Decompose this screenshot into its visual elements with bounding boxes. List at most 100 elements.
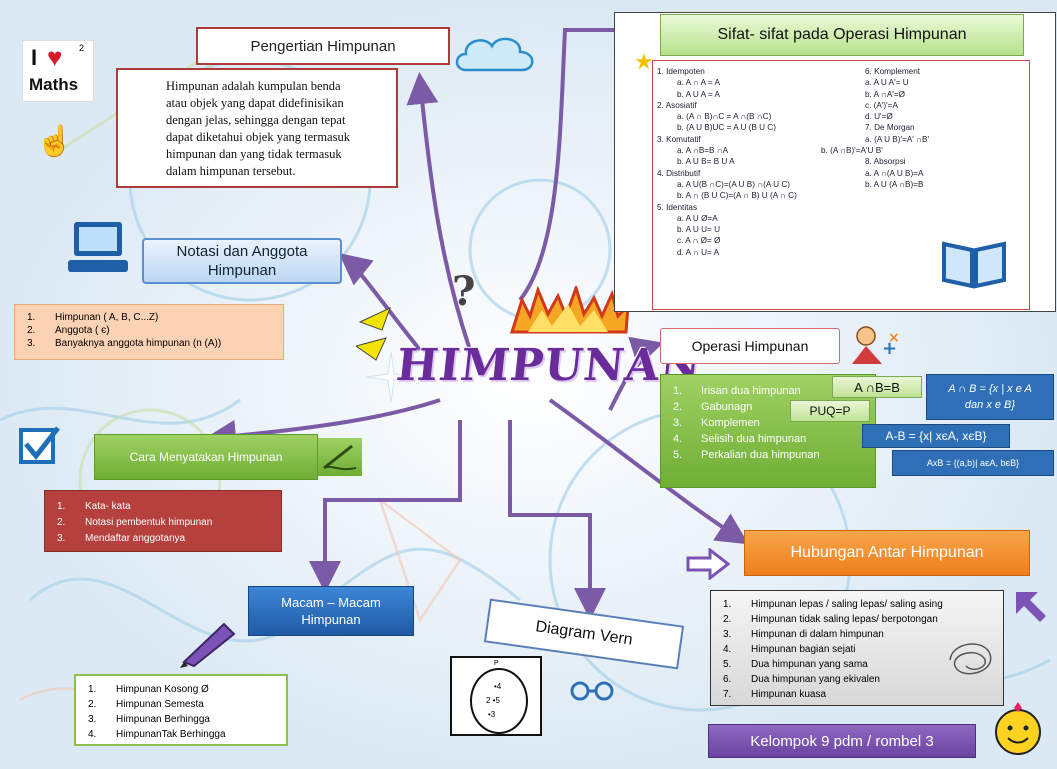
pengertian-line: Himpunan adalah kumpulan benda bbox=[166, 79, 341, 93]
list-item: 2.Himpunan Semesta bbox=[88, 699, 204, 710]
sifat-item: 2. Asosiatif bbox=[657, 100, 697, 110]
svg-text:×: × bbox=[888, 330, 900, 346]
sifat-item: 6. Komplement bbox=[865, 67, 921, 76]
arrow-right-icon bbox=[686, 546, 731, 582]
venn-value: •4 bbox=[494, 682, 502, 691]
pengertian-line: himpunan dan yang tidak termasuk bbox=[166, 147, 342, 161]
pengertian-line: atau objek yang dapat didefinisikan bbox=[166, 96, 344, 110]
sifat-item: a. A U Ø=A bbox=[677, 213, 718, 223]
sparkle-icon bbox=[365, 351, 417, 403]
hubungan-list: 1.Himpunan lepas / saling lepas/ saling … bbox=[710, 590, 1004, 706]
cara-list: 1.Kata- kata 2.Notasi pembentuk himpunan… bbox=[44, 490, 282, 552]
list-item: 3.Banyaknya anggota himpunan (n (A)) bbox=[27, 338, 222, 349]
list-item: 1.Himpunan lepas / saling lepas/ saling … bbox=[723, 599, 943, 610]
hubungan-title: Hubungan Antar Himpunan bbox=[744, 530, 1030, 576]
pengertian-line: dengan jelas, sehingga dengan tepat bbox=[166, 113, 346, 127]
sifat-item: a. A ∩ A = A bbox=[677, 78, 720, 88]
formula-selisih: A-B = {x| xєA, xєB} bbox=[862, 424, 1010, 448]
list-item: 1.Irisan dua himpunan bbox=[673, 385, 801, 397]
sifat-item: 1. Idempoten bbox=[657, 67, 705, 76]
list-item: 3.Mendaftar anggotanya bbox=[57, 533, 186, 544]
sifat-item: b. (A U B)UC = A U (B U C) bbox=[677, 123, 776, 133]
sifat-left-column: 1. Idempoten a. A ∩ A = A b. A U A = A 2… bbox=[657, 66, 797, 258]
sifat-item: b. A U A = A bbox=[677, 89, 721, 99]
heart-icon: ♥ bbox=[47, 42, 63, 72]
notasi-title-line2: Himpunan bbox=[207, 262, 277, 279]
cloud-icon bbox=[452, 32, 538, 76]
operasi-title: Operasi Himpunan bbox=[660, 328, 840, 364]
list-item: 2.Gabunagn bbox=[673, 401, 753, 413]
arrow-up-left-icon bbox=[1012, 588, 1050, 626]
pengertian-text: Himpunan adalah kumpulan benda atau obje… bbox=[116, 68, 398, 188]
notasi-title-line1: Notasi dan Anggota bbox=[176, 243, 308, 260]
pengertian-line: dalam himpunan tersebut. bbox=[166, 164, 296, 178]
list-item: 1.Himpunan Kosong Ø bbox=[88, 684, 209, 695]
sifat-title: Sifat- sifat pada Operasi Himpunan bbox=[660, 14, 1024, 56]
list-item: 4.HimpunanTak Berhingga bbox=[88, 729, 226, 740]
notasi-list: 1.Himpunan ( A, B, C...Z) 2.Anggota ( є)… bbox=[14, 304, 284, 360]
scribble-icon bbox=[944, 636, 998, 682]
list-item: 4.Selisih dua himpunan bbox=[673, 433, 807, 445]
svg-text:+: + bbox=[882, 338, 897, 359]
list-item: 2.Anggota ( є) bbox=[27, 325, 110, 336]
sifat-item: 8. Absorpsi bbox=[865, 157, 906, 167]
list-item: 1.Kata- kata bbox=[57, 501, 131, 512]
computer-icon bbox=[66, 218, 130, 276]
notasi-title: Notasi dan Anggota Himpunan bbox=[142, 238, 342, 284]
smiley-icon bbox=[990, 700, 1046, 756]
sifat-right-column: 6. Komplement a. A U A'= U b. A ∩A'=Ø c.… bbox=[821, 66, 930, 190]
sifat-item: a. (A U B)'=A' ∩B' bbox=[865, 134, 930, 144]
sifat-item: 3. Komutatif bbox=[657, 134, 701, 144]
kelompok-text: Kelompok 9 pdm / rombel 3 bbox=[750, 732, 934, 750]
macam-title: Macam – Macam Himpunan bbox=[248, 586, 414, 636]
sifat-item: b. A U B= B U A bbox=[677, 157, 735, 167]
list-item: 7.Himpunan kuasa bbox=[723, 689, 827, 700]
formula-gabungan: PUQ=P bbox=[790, 400, 870, 422]
pencil-note-icon bbox=[318, 438, 362, 476]
operasi-title-text: Operasi Himpunan bbox=[691, 338, 809, 354]
sifat-item: a. A U A'= U bbox=[865, 78, 909, 88]
sifat-item: b. A ∩A'=Ø bbox=[865, 89, 905, 99]
yellow-triangle-icon bbox=[354, 306, 396, 362]
formula-perkalian: AxB = {(a,b)| aєA, bєB} bbox=[892, 450, 1054, 476]
sifat-item: 5. Identitas bbox=[657, 202, 698, 212]
math-kid-icon: +× bbox=[846, 324, 902, 368]
cara-title-text: Cara Menyatakan Himpunan bbox=[129, 450, 283, 464]
sifat-item: b. A ∩ (B U C)=(A ∩ B) U (A ∩ C) bbox=[677, 191, 797, 201]
center-title: HIMPUNAN bbox=[393, 340, 705, 391]
venn-diagram: P •4 2 •5 •3 bbox=[450, 656, 542, 736]
list-item: 2.Notasi pembentuk himpunan bbox=[57, 517, 213, 528]
list-item: 5.Perkalian dua himpunan bbox=[673, 449, 820, 461]
logo-maths: Maths bbox=[29, 75, 79, 94]
list-item: 3.Himpunan di dalam himpunan bbox=[723, 629, 884, 640]
venn-value: 2 •5 bbox=[486, 696, 500, 705]
diagram-title-text: Diagram Vern bbox=[534, 618, 634, 649]
list-item: 6.Dua himpunan yang ekivalen bbox=[723, 674, 880, 685]
list-item: 3.Himpunan Berhingga bbox=[88, 714, 210, 725]
macam-list: 1.Himpunan Kosong Ø 2.Himpunan Semesta 3… bbox=[74, 674, 288, 746]
logo-superscript: 2 bbox=[79, 43, 85, 53]
pengertian-title: Pengertian Himpunan bbox=[196, 27, 450, 65]
sifat-item: b. A U U= U bbox=[677, 225, 721, 235]
macam-title-line2: Himpunan bbox=[301, 612, 361, 627]
formula-irisan: A ∩B=B bbox=[832, 376, 922, 398]
sifat-item: a. (A ∩ B)∩C = A ∩(B ∩C) bbox=[677, 112, 772, 122]
sifat-item: a. A U(B ∩C)=(A U B) ∩(A U C) bbox=[677, 179, 790, 189]
question-mark-icon: ? bbox=[452, 268, 476, 315]
venn-universe-label: P bbox=[494, 660, 499, 667]
sifat-item: a. A ∩(A U B)=A bbox=[865, 168, 924, 178]
checkbox-icon bbox=[18, 424, 62, 468]
sifat-item: b. A U (A ∩B)=B bbox=[865, 179, 924, 189]
sifat-list: 1. Idempoten a. A ∩ A = A b. A U A = A 2… bbox=[652, 60, 1030, 310]
list-item: 3.Komplemen bbox=[673, 417, 760, 429]
venn-value: •3 bbox=[488, 710, 496, 719]
sifat-item: c. A ∩ Ø= Ø bbox=[677, 236, 721, 246]
list-item: 1.Himpunan ( A, B, C...Z) bbox=[27, 312, 159, 323]
sifat-item: c. (A')'=A bbox=[865, 100, 898, 110]
star-icon: ★ bbox=[634, 49, 654, 74]
pengertian-title-text: Pengertian Himpunan bbox=[250, 37, 396, 55]
sifat-item: a. A ∩B=B ∩A bbox=[677, 146, 729, 156]
pointing-hand-icon: ☝ bbox=[36, 125, 74, 158]
kelompok-label: Kelompok 9 pdm / rombel 3 bbox=[708, 724, 976, 758]
sifat-item: d. A ∩ U= A bbox=[677, 247, 720, 257]
